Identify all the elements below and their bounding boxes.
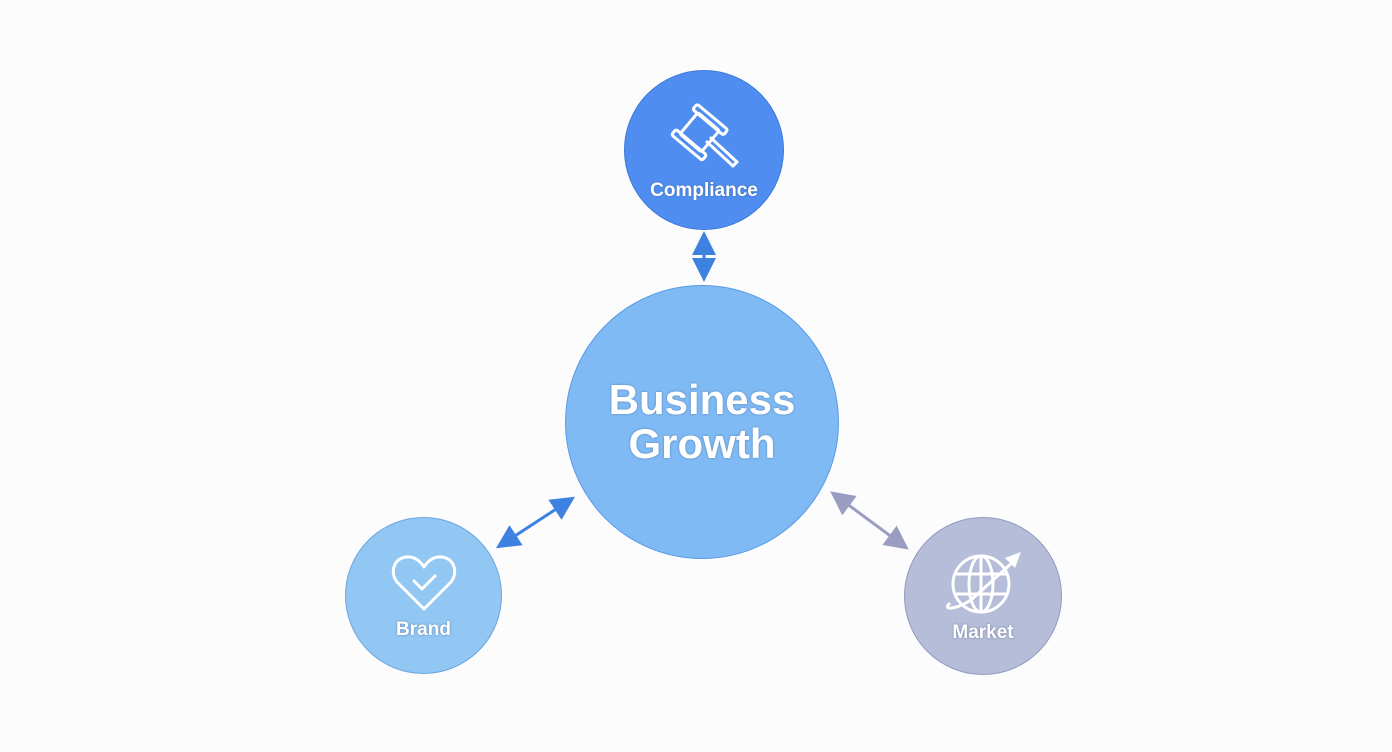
business-growth-label-line1: Business bbox=[608, 376, 796, 423]
arrow-market-business bbox=[830, 491, 909, 550]
arrow-brand-business bbox=[495, 496, 576, 549]
market-label: Market bbox=[952, 622, 1014, 643]
heart-check-icon bbox=[391, 554, 456, 610]
compliance-node: Compliance bbox=[624, 70, 784, 230]
brand-label: Brand bbox=[396, 618, 451, 640]
brand-node: Brand bbox=[345, 517, 502, 674]
business-growth-node: Business Growth bbox=[565, 285, 839, 559]
globe-arrow-icon bbox=[946, 552, 1021, 614]
gavel-icon bbox=[670, 103, 739, 168]
business-growth-label-line2: Growth bbox=[628, 420, 776, 467]
market-node: Market bbox=[904, 517, 1062, 675]
compliance-label: Compliance bbox=[650, 180, 758, 201]
